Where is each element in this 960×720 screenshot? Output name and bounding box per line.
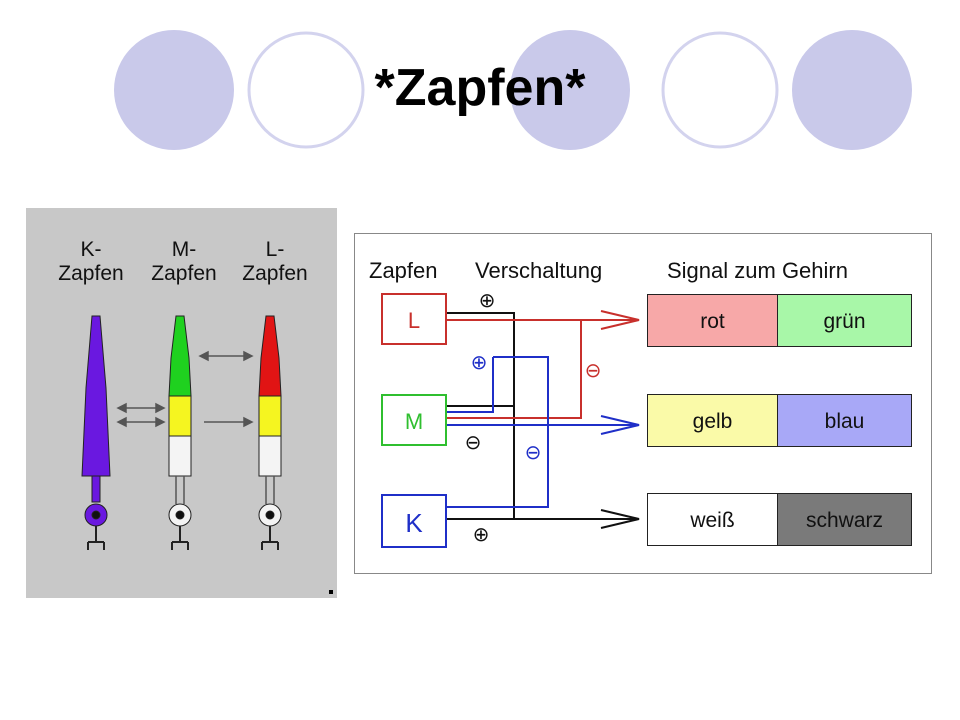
cone-label-m: M- Zapfen <box>136 238 232 286</box>
signal-weiss: weiß <box>647 493 778 546</box>
cone-label-l-line1: L- <box>265 238 285 261</box>
decorative-circles <box>114 30 912 150</box>
signal-gruen: grün <box>777 294 912 347</box>
arrow-blue <box>600 415 640 435</box>
cone-figure: K- Zapfen M- Zapfen L- Zapfen <box>26 208 337 598</box>
arrowheads <box>600 310 640 529</box>
deco-circle-2 <box>247 31 365 149</box>
signal-blau: blau <box>777 394 912 447</box>
deco-circle-3 <box>510 30 630 150</box>
header-signal: Signal zum Gehirn <box>667 258 848 283</box>
m-cone <box>168 315 192 550</box>
signal-rot: rot <box>647 294 778 347</box>
slide-title: *Zapfen* <box>374 59 586 117</box>
cone-drawings <box>81 315 282 550</box>
header-zapfen: Zapfen <box>369 258 438 283</box>
cone-label-k-line2: Zapfen <box>58 262 124 285</box>
cone-label-l-line2: Zapfen <box>242 262 308 285</box>
arrow-red <box>600 310 640 330</box>
header-verschaltung: Verschaltung <box>475 258 603 283</box>
cone-label-k: K- Zapfen <box>43 238 139 286</box>
deco-circle-4 <box>661 31 779 149</box>
minus-symbol-red: ⊖ <box>584 358 602 382</box>
minus-symbol-m-black: ⊖ <box>464 430 482 454</box>
comparison-arrows <box>116 350 254 428</box>
plus-symbol-l: ⊕ <box>478 288 496 312</box>
arrow-black <box>600 509 640 529</box>
cone-box-l: L <box>381 293 447 345</box>
cone-label-k-line1: K- <box>80 238 102 261</box>
deco-circle-5 <box>792 30 912 150</box>
stray-dot <box>329 590 333 594</box>
l-cone <box>258 315 282 550</box>
circuit-wires <box>447 310 640 529</box>
plus-symbol-m-blue: ⊕ <box>470 350 488 374</box>
k-cone <box>81 315 111 550</box>
signal-schwarz: schwarz <box>777 493 912 546</box>
cone-label-m-line2: Zapfen <box>151 262 217 285</box>
cone-label-l: L- Zapfen <box>227 238 323 286</box>
cone-box-m: M <box>381 394 447 446</box>
signal-gelb: gelb <box>647 394 778 447</box>
cone-label-m-line1: M- <box>171 238 197 261</box>
cone-box-k: K <box>381 494 447 548</box>
black-wires <box>447 312 623 520</box>
deco-circle-1 <box>114 30 234 150</box>
red-wires <box>447 319 623 419</box>
circuit-diagram: Zapfen Verschaltung Signal zum Gehirn L … <box>354 233 932 574</box>
minus-symbol-k-blue: ⊖ <box>524 440 542 464</box>
plus-symbol-k: ⊕ <box>472 522 490 546</box>
blue-wires <box>447 356 623 508</box>
